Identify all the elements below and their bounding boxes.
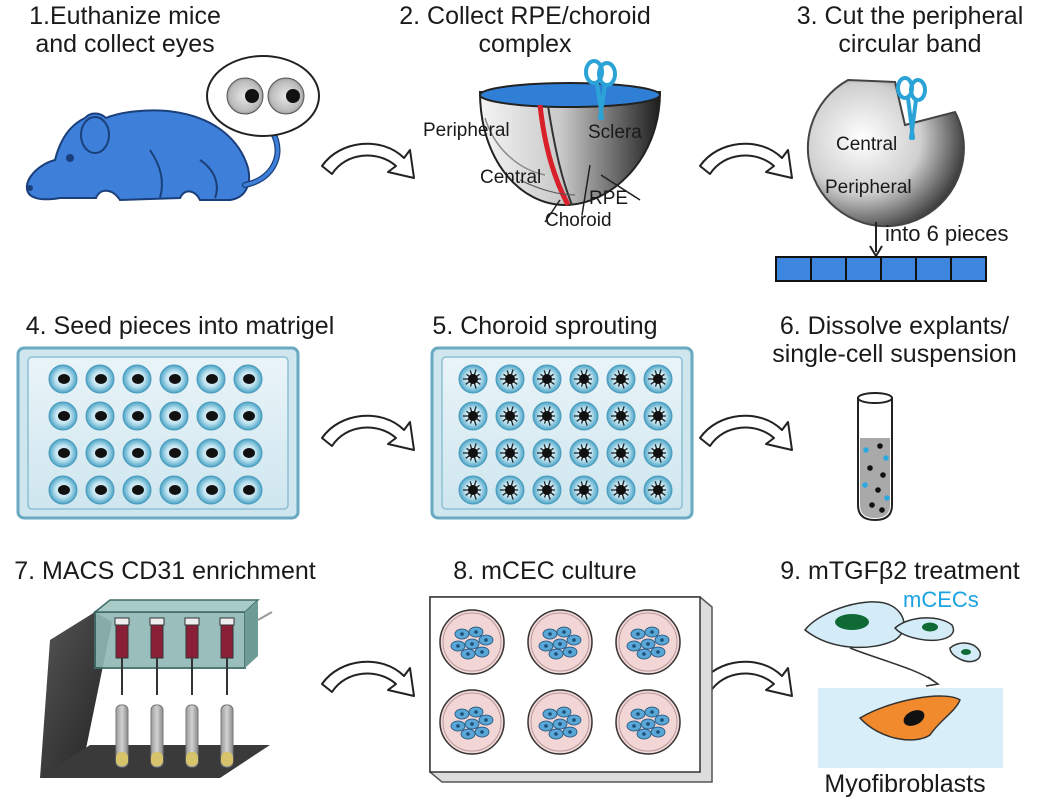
suspension-tube [857,392,893,522]
tissue-piece [169,374,181,384]
tissue-piece [243,448,255,458]
tissue-piece [243,485,255,495]
macs-separator [40,599,273,778]
scissors-icon [896,76,927,140]
arrow-step2-step3 [699,142,793,179]
plate-matrigel [16,346,300,520]
tissue-piece [132,448,144,458]
choroid-disc-illustration [775,76,987,282]
eyecup-label-peripheral: Peripheral [423,120,510,141]
arrow-step1-step2 [321,142,415,179]
culture-plate [429,596,713,783]
disc-label-central: Central [836,134,898,155]
tgf-treatment-illustration [803,601,1003,768]
tissue-piece [132,485,144,495]
tissue-piece [95,448,107,458]
scissors-icon [584,59,617,120]
disc-label-peripheral: Peripheral [825,177,912,198]
tissue-piece [206,374,218,384]
mouse-illustration [25,109,281,202]
tissue-strip [775,256,987,282]
tissue-piece [243,411,255,421]
arrow-step5-step6 [699,414,793,451]
plate-sprouting [430,346,694,520]
tissue-piece [58,411,70,421]
tissue-piece [95,374,107,384]
eyecup-label-rpe: RPE [589,188,629,209]
tissue-piece [58,374,70,384]
step9-title: 9. mTGFβ2 treatment [780,557,1020,585]
arrow-step7-step8 [321,660,415,697]
tissue-piece [95,411,107,421]
step4-title: 4. Seed pieces into matrigel [25,312,335,340]
arrow-step4-step5 [321,414,415,451]
step5-title: 5. Choroid sprouting [432,312,658,340]
tissue-piece [169,411,181,421]
strip-label-pieces: into 6 pieces [885,221,1009,246]
eyecup-label-sclera: Sclera [588,122,642,143]
tissue-piece [95,485,107,495]
arrow-step8-step9 [699,660,793,697]
eyecup-label-choroid: Choroid [545,210,612,231]
tissue-piece [206,411,218,421]
step8-title: 8. mCEC culture [453,557,637,585]
eyes-bubble [206,55,320,137]
tissue-piece [206,448,218,458]
tissue-piece [169,448,181,458]
eyecup-label-central: Central [480,167,542,188]
tissue-piece [243,374,255,384]
tissue-piece [206,485,218,495]
tissue-piece [58,448,70,458]
tissue-piece [132,374,144,384]
mcecs-label: mCECs [903,587,979,612]
tissue-piece [58,485,70,495]
step7-title: 7. MACS CD31 enrichment [14,557,316,585]
eyecup-illustration [478,59,662,223]
myofibroblasts-label: Myofibroblasts [824,770,986,798]
step6-title: 6. Dissolve explants/single-cell suspens… [772,312,1017,368]
tissue-piece [132,411,144,421]
tissue-piece [169,485,181,495]
